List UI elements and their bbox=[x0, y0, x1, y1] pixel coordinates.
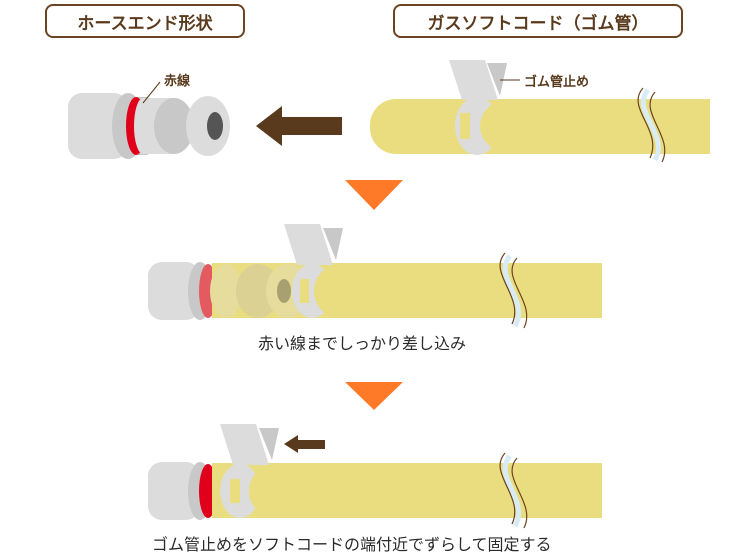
red-line-label: 赤線 bbox=[164, 74, 191, 89]
slide-clamp-arrow-icon bbox=[284, 435, 325, 453]
hose-end-fitting bbox=[68, 93, 230, 159]
gas-soft-cord-header: ガスソフトコード（ゴム管） bbox=[393, 4, 683, 38]
step-arrow-icon bbox=[345, 382, 403, 410]
insert-arrow-icon bbox=[256, 106, 342, 146]
hose-clamp-label: ゴム管止め bbox=[524, 75, 590, 90]
gas-soft-cord bbox=[370, 60, 710, 163]
step-arrow-icon bbox=[345, 180, 403, 210]
hose-end-shape-header: ホースエンド形状 bbox=[45, 4, 245, 38]
fitting-hole bbox=[207, 112, 223, 140]
hose-clamp-tab bbox=[449, 60, 498, 100]
step2-caption: ゴム管止めをソフトコードの端付近でずらして固定する bbox=[152, 535, 552, 554]
step2-fixed-assembly bbox=[148, 424, 602, 529]
red-line-pointer bbox=[142, 81, 161, 104]
step1-inserted-assembly bbox=[148, 224, 602, 329]
step1-caption: 赤い線までしっかり差し込み bbox=[258, 334, 467, 353]
